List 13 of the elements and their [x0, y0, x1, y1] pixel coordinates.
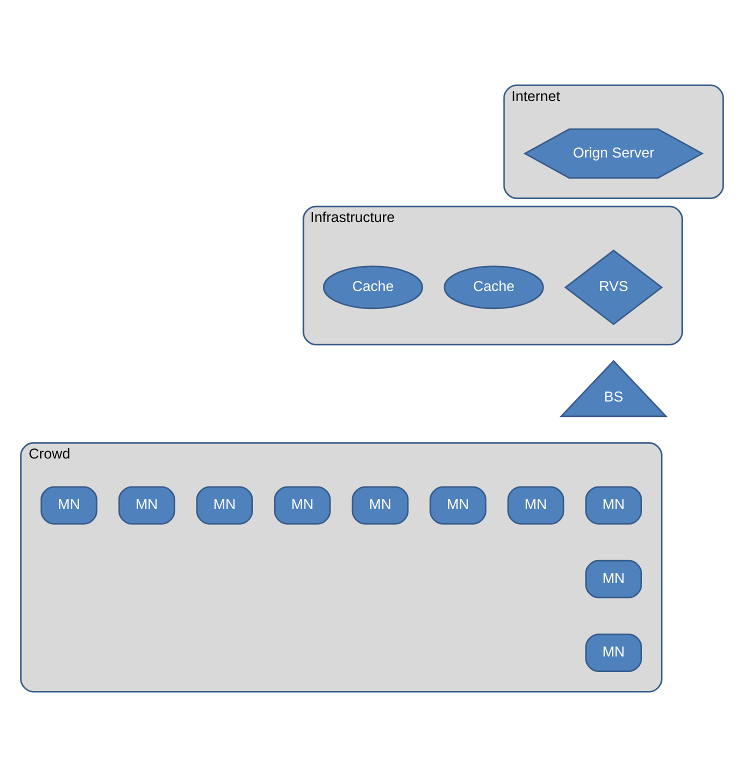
node-box: MN — [507, 486, 564, 524]
node-box: MN — [352, 486, 409, 524]
node-box: MN — [585, 559, 642, 598]
node-box: MN — [585, 633, 642, 672]
node-diamond: RVS — [564, 249, 663, 325]
node-box: MN — [40, 486, 98, 524]
node-box: MN — [118, 486, 176, 524]
node-box: MN — [274, 486, 331, 524]
node-box: MN — [430, 486, 486, 524]
node-box: MN — [196, 486, 253, 524]
node-box: MN — [585, 486, 642, 524]
node-ellipse: Cache — [444, 265, 544, 309]
node-ellipse: Cache — [322, 265, 424, 309]
